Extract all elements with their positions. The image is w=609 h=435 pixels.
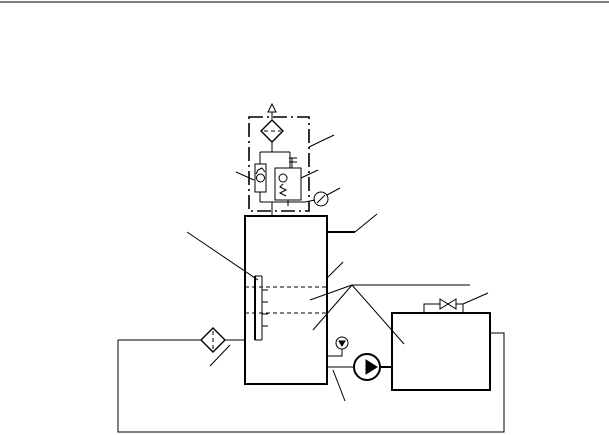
shutoff-valve-right xyxy=(447,298,457,310)
control-block-boundary xyxy=(248,116,310,212)
leader-control-block xyxy=(308,134,335,148)
leader-level-gauge xyxy=(186,231,259,281)
leader-check-valve xyxy=(235,171,255,181)
relief-valve-icon xyxy=(274,157,302,206)
receiver-top-pipe xyxy=(423,303,440,313)
main-tank xyxy=(244,215,328,385)
pressure-gauge-icon xyxy=(313,191,329,207)
leader-receiver xyxy=(351,284,405,345)
pump-gauge-mark xyxy=(338,340,346,347)
leader-tank-wall xyxy=(326,261,344,279)
leader-pump xyxy=(332,369,346,402)
pressure-gauge-needle xyxy=(316,194,326,204)
check-valve-icon xyxy=(254,163,267,202)
receiver-top-pipe-right xyxy=(456,303,464,313)
level-gauge-icon xyxy=(254,275,268,341)
receiver-tank xyxy=(391,312,491,391)
leader-upper-outlet xyxy=(354,213,378,233)
leader-level-upper xyxy=(309,284,353,301)
leader-relief-valve xyxy=(300,169,319,179)
pump-arrow xyxy=(365,359,378,375)
vent-symbol xyxy=(267,102,277,113)
leader-lines xyxy=(186,134,489,402)
leader-inlet-filter xyxy=(209,344,231,367)
pump-gauge-line xyxy=(327,349,343,357)
leader-shutoff-valve xyxy=(462,292,489,305)
return-line xyxy=(117,332,505,433)
shutoff-valve-left xyxy=(439,298,449,310)
leader-level-lower xyxy=(312,284,353,331)
gauge-branch xyxy=(304,199,316,203)
leader-gauge xyxy=(326,187,341,196)
